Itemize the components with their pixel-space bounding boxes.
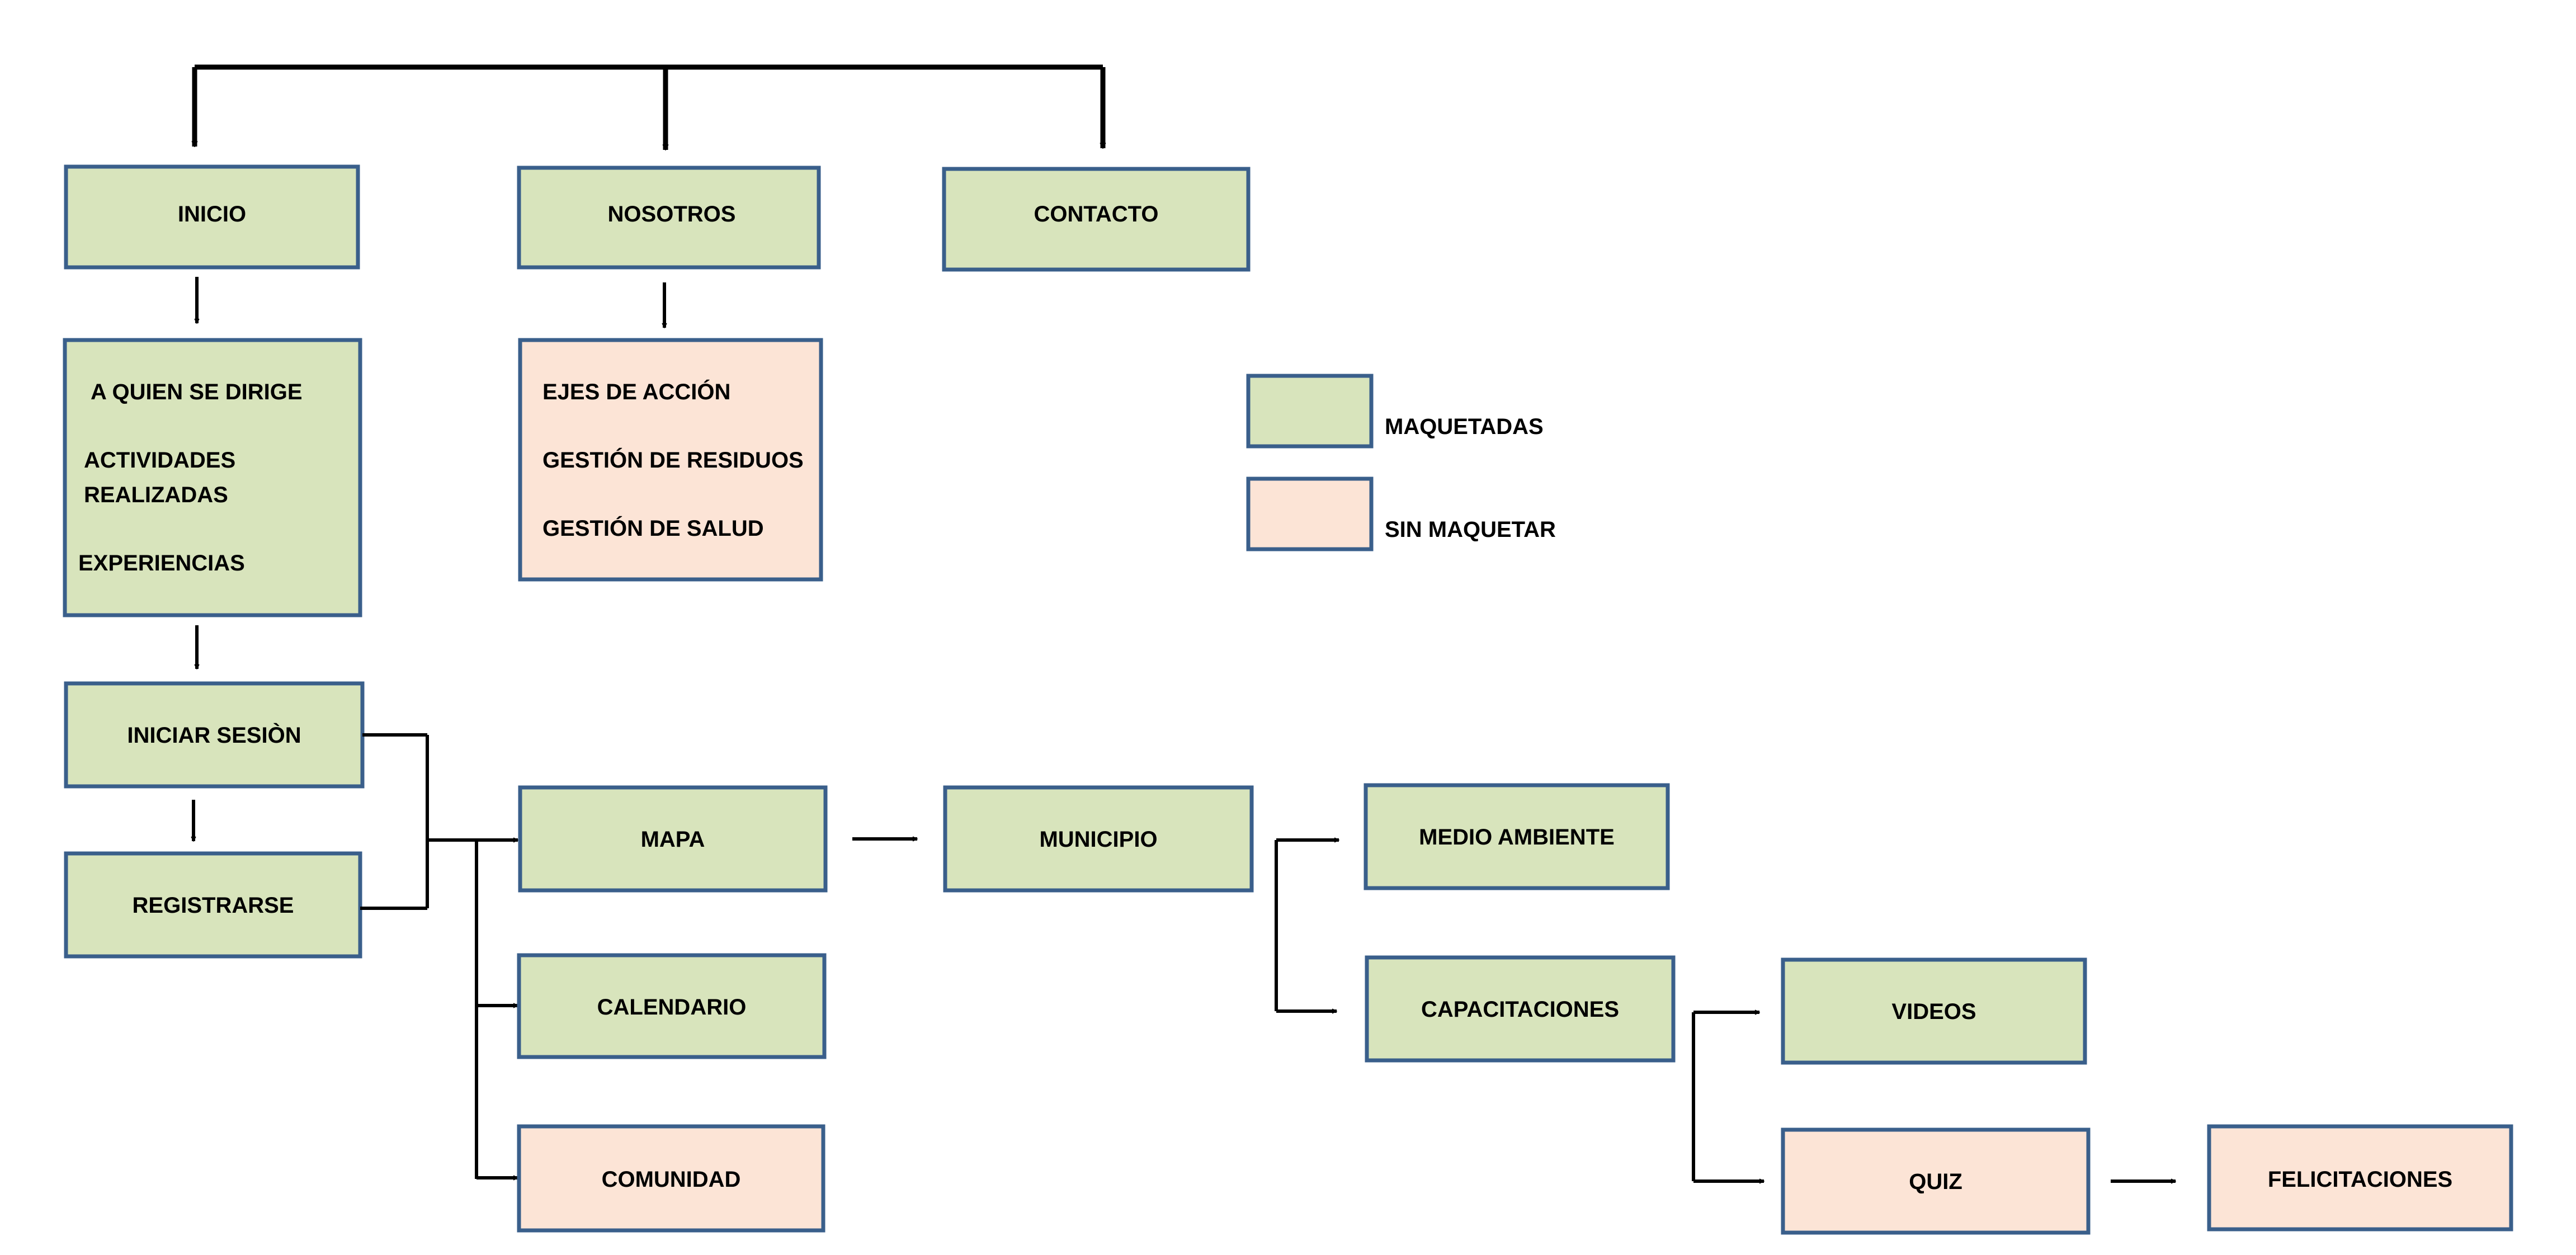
subpage-label: ACTIVIDADES bbox=[84, 448, 235, 473]
node-registrarse: REGISTRARSE bbox=[64, 851, 362, 959]
node-nosotros: NOSOTROS bbox=[517, 166, 821, 270]
node-felicitaciones-label: FELICITACIONES bbox=[2268, 1167, 2452, 1192]
subpage-label: GESTIÓN DE SALUD bbox=[542, 515, 764, 541]
node-registrarse-label: REGISTRARSE bbox=[133, 893, 294, 918]
node-contacto-label: CONTACTO bbox=[1034, 202, 1159, 227]
node-inicio-subpages: A QUIEN SE DIRIGE ACTIVIDADES REALIZADAS… bbox=[63, 338, 362, 617]
node-comunidad-label: COMUNIDAD bbox=[602, 1167, 741, 1192]
node-inicio-label: INICIO bbox=[178, 202, 246, 227]
auth-branch-connector bbox=[360, 733, 518, 1179]
node-videos: VIDEOS bbox=[1781, 957, 2087, 1065]
node-calendario-label: CALENDARIO bbox=[597, 995, 747, 1020]
node-nosotros-label: NOSOTROS bbox=[608, 202, 736, 227]
node-comunidad: COMUNIDAD bbox=[517, 1124, 825, 1233]
node-quiz: QUIZ bbox=[1781, 1127, 2091, 1235]
node-iniciar-sesion-label: INICIAR SESIÒN bbox=[127, 722, 301, 748]
node-videos-label: VIDEOS bbox=[1891, 999, 1976, 1024]
node-municipio-label: MUNICIPIO bbox=[1039, 827, 1157, 852]
node-mapa: MAPA bbox=[518, 785, 828, 893]
node-quiz-label: QUIZ bbox=[1909, 1169, 1962, 1194]
legend-swatch-done bbox=[1246, 374, 1374, 449]
top-connector bbox=[195, 64, 1103, 150]
node-mapa-label: MAPA bbox=[641, 827, 705, 852]
node-municipio: MUNICIPIO bbox=[943, 785, 1254, 893]
node-medio-ambiente: MEDIO AMBIENTE bbox=[1364, 783, 1670, 890]
node-capacitaciones-label: CAPACITACIONES bbox=[1421, 997, 1619, 1022]
subpage-label: EXPERIENCIAS bbox=[78, 551, 245, 575]
subpage-label: GESTIÓN DE RESIDUOS bbox=[542, 447, 804, 473]
node-iniciar-sesion: INICIAR SESIÒN bbox=[64, 681, 365, 789]
node-capacitaciones: CAPACITACIONES bbox=[1365, 955, 1676, 1063]
node-felicitaciones: FELICITACIONES bbox=[2207, 1124, 2513, 1232]
capacitaciones-branch-connector bbox=[1692, 1012, 1764, 1181]
node-inicio: INICIO bbox=[64, 164, 360, 270]
legend: MAQUETADAS SIN MAQUETAR bbox=[1246, 374, 1556, 551]
subpage-label: REALIZADAS bbox=[84, 483, 228, 507]
municipio-branch-connector bbox=[1275, 840, 1339, 1011]
node-calendario: CALENDARIO bbox=[517, 953, 827, 1059]
legend-done-label: MAQUETADAS bbox=[1385, 414, 1544, 439]
node-nosotros-subpages: EJES DE ACCIÓN GESTIÓN DE RESIDUOS GESTI… bbox=[518, 338, 823, 582]
subpage-label: A QUIEN SE DIRIGE bbox=[91, 380, 303, 404]
subpage-label: EJES DE ACCIÓN bbox=[542, 379, 730, 404]
node-contacto: CONTACTO bbox=[942, 167, 1251, 272]
legend-swatch-pending bbox=[1246, 476, 1374, 551]
legend-pending-label: SIN MAQUETAR bbox=[1385, 517, 1556, 542]
node-medio-ambiente-label: MEDIO AMBIENTE bbox=[1419, 825, 1615, 850]
